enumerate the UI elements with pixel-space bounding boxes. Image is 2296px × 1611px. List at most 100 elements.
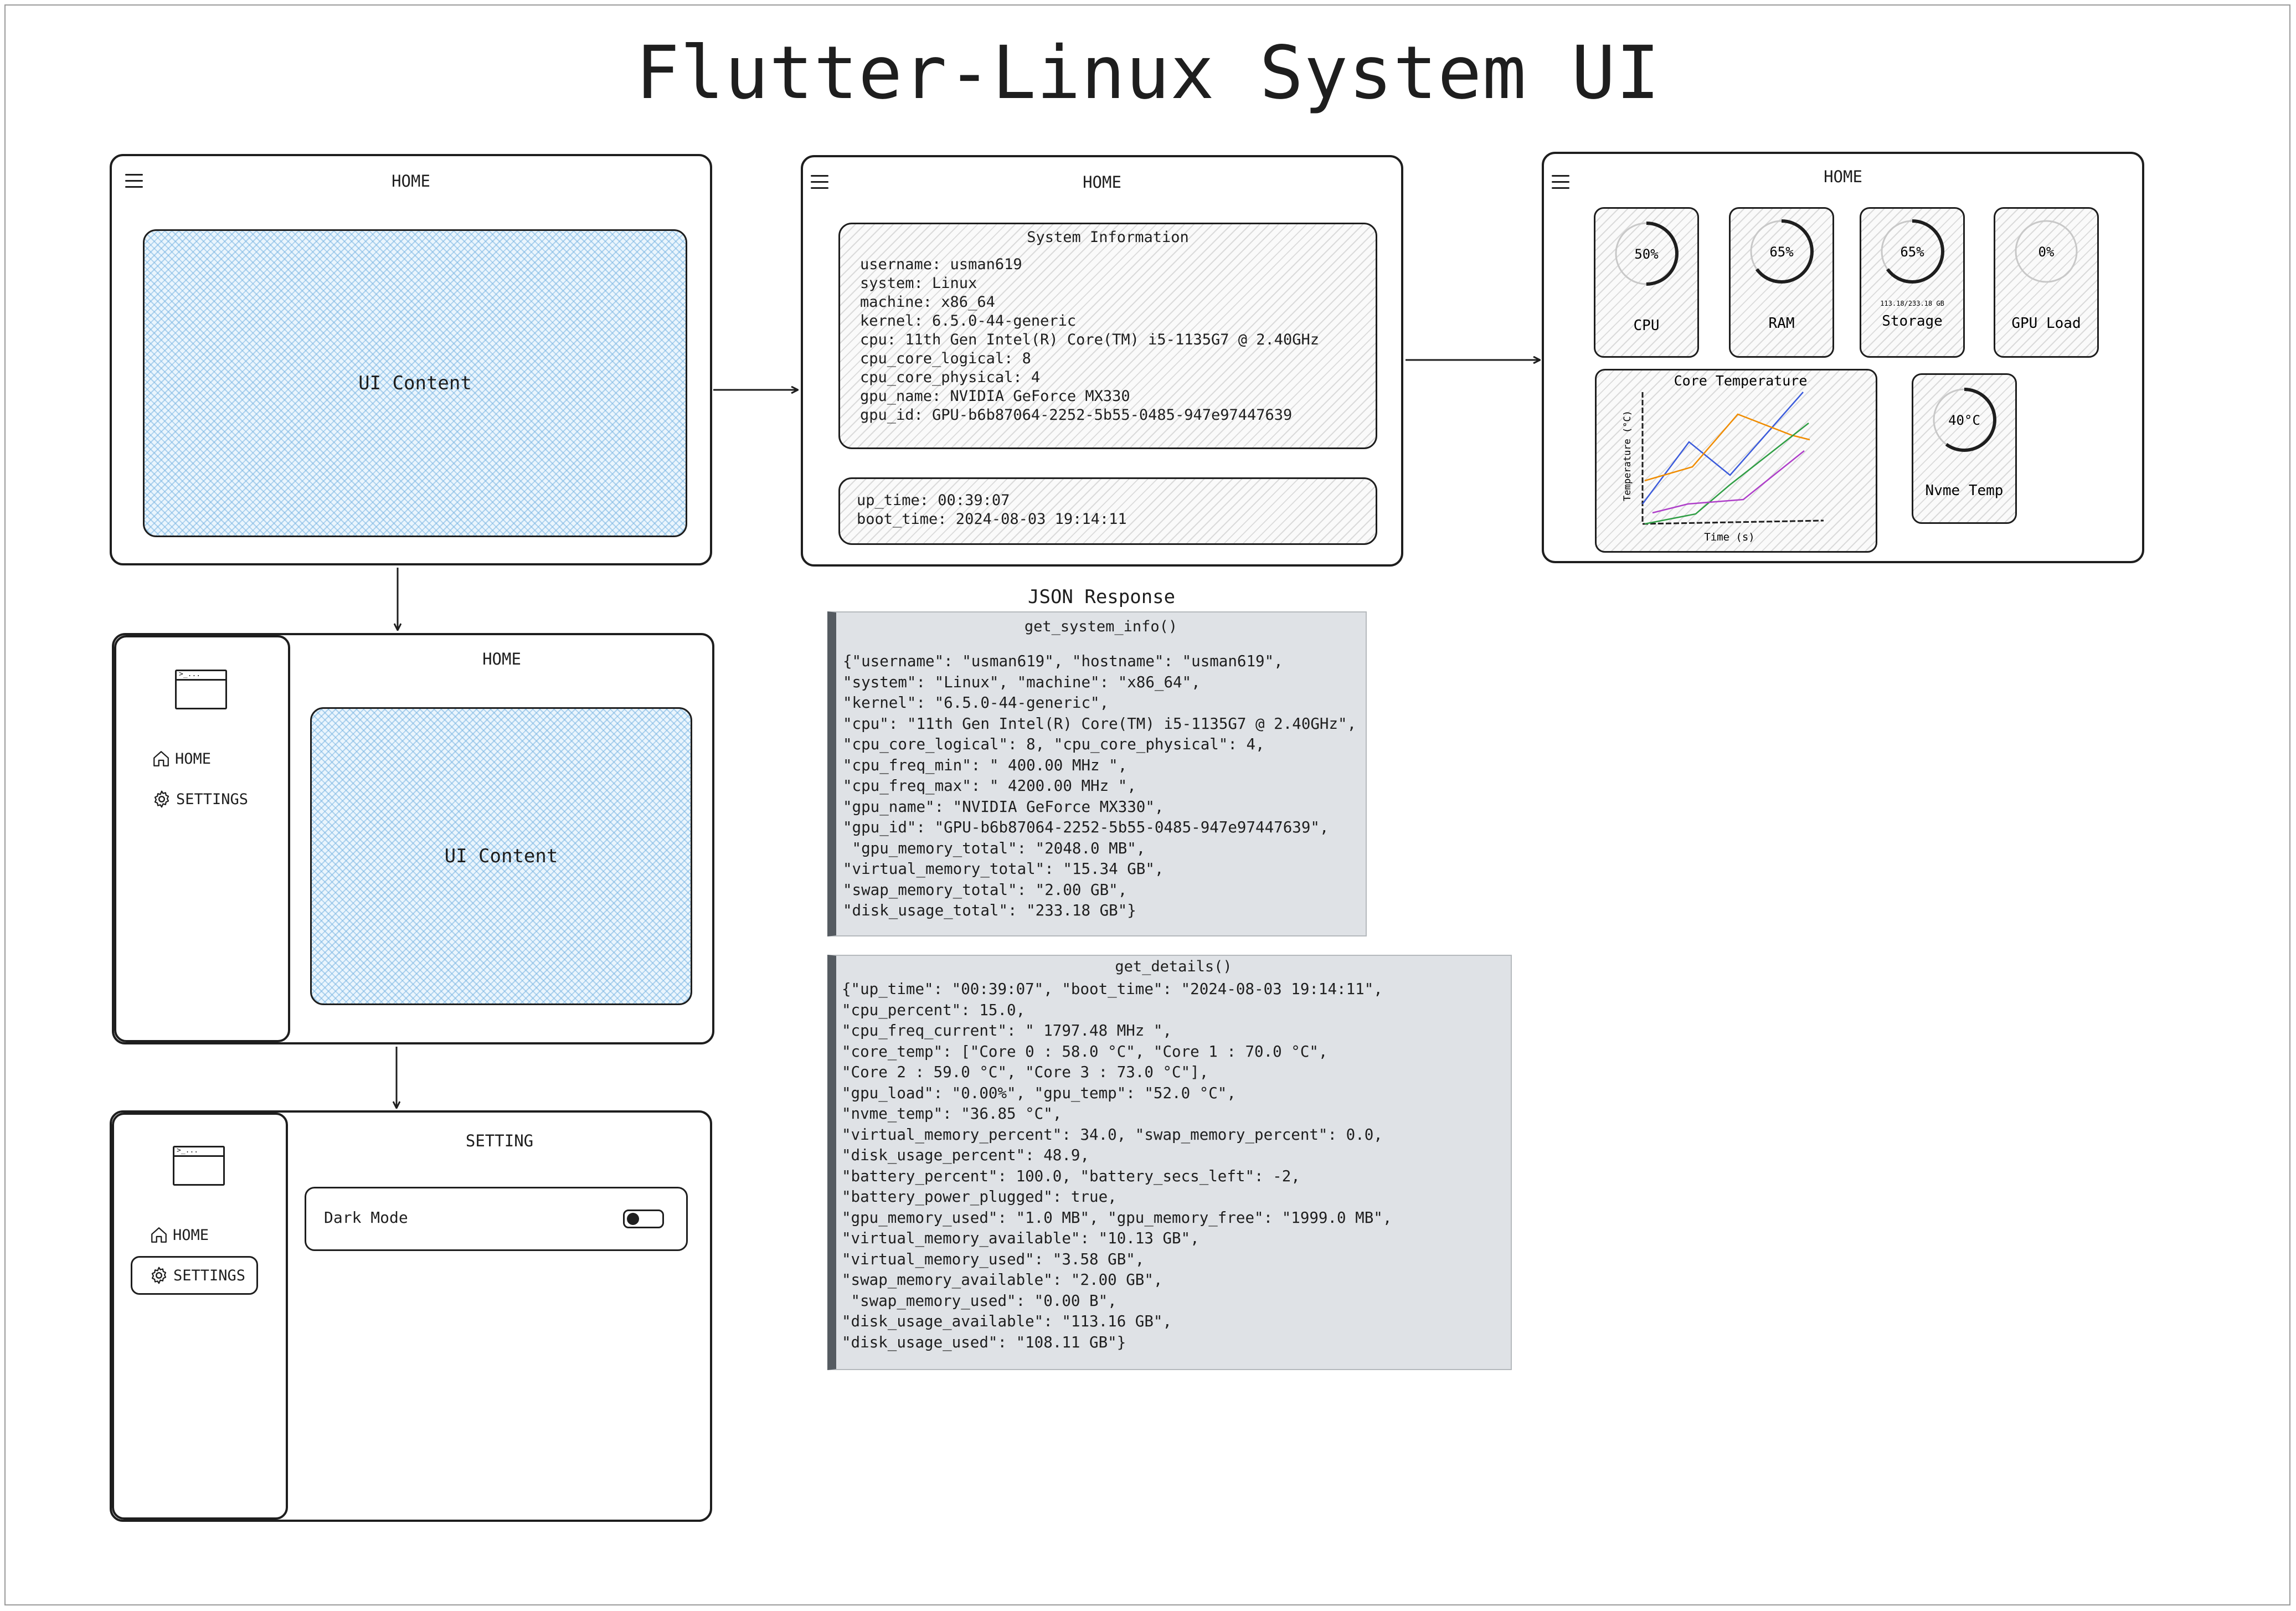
json-line: "cpu": "11th Gen Intel(R) Core(TM) i5-11…	[843, 714, 1357, 733]
json-line: "Core 2 : 59.0 °C", "Core 3 : 73.0 °C"],	[842, 1063, 1209, 1081]
gauge-value: 50%	[1634, 246, 1659, 262]
sidebar-item-label: HOME	[173, 1226, 209, 1244]
sidebar: >_... HOME SETTINGS	[112, 1113, 288, 1520]
json-box-details: get_details() {"up_time": "00:39:07", "b…	[827, 955, 1512, 1370]
chart-series-line	[1644, 413, 1810, 482]
json-line: "disk_usage_percent": 48.9,	[842, 1146, 1090, 1164]
json-line: "disk_usage_total": "233.18 GB"}	[843, 902, 1136, 919]
screen-home-sidebar: >_... HOME SETTINGS HOME UI Content	[112, 633, 714, 1044]
json-line: "virtual_memory_available": "10.13 GB",	[842, 1229, 1200, 1247]
screen-settings: >_... HOME SETTINGS SETTING Dark Mode	[110, 1110, 712, 1522]
sidebar-item-home[interactable]: HOME	[150, 1226, 209, 1244]
gauge-label: CPU	[1634, 317, 1660, 334]
sidebar-item-label: SETTINGS	[173, 1267, 246, 1284]
info-line: machine: x86_64	[860, 294, 995, 311]
chart-card-core-temperature	[1595, 369, 1877, 553]
json-line: "disk_usage_available": "113.16 GB",	[842, 1313, 1172, 1330]
sidebar-item-label: SETTINGS	[176, 790, 249, 808]
json-line: "swap_memory_available": "2.00 GB",	[842, 1271, 1163, 1289]
screen-title: HOME	[392, 172, 430, 191]
json-line: "virtual_memory_percent": 34.0, "swap_me…	[842, 1125, 1383, 1144]
dark-mode-toggle[interactable]	[623, 1209, 664, 1228]
json-box-title: get_details()	[1115, 958, 1232, 975]
screen-title: HOME	[482, 650, 521, 668]
terminal-window-icon: >_...	[175, 670, 227, 709]
dark-mode-label: Dark Mode	[324, 1208, 408, 1227]
gauge-cpu: 50% CPU	[1614, 222, 1679, 334]
info-line: kernel: 6.5.0-44-generic	[860, 312, 1077, 330]
gauge-gpu-load: 0% GPU Load	[2011, 220, 2081, 332]
info-line: cpu: 11th Gen Intel(R) Core(TM) i5-1135G…	[860, 331, 1320, 348]
sidebar-item-label: HOME	[175, 750, 212, 768]
json-text: {"username": "usman619", "hostname": "us…	[843, 651, 1356, 922]
json-line: "gpu_name": "NVIDIA GeForce MX330",	[843, 797, 1164, 816]
json-line: "battery_percent": 100.0, "battery_secs_…	[842, 1167, 1300, 1185]
gear-icon	[154, 790, 169, 808]
json-line: "cpu_freq_max": " 4200.00 MHz ",	[843, 777, 1136, 795]
sidebar: >_... HOME SETTINGS	[114, 635, 290, 1042]
gauge-progress	[1880, 219, 1944, 284]
screen-title: HOME	[1824, 167, 1862, 186]
json-line: "battery_power_plugged": true,	[842, 1188, 1117, 1206]
json-line: {"username": "usman619", "hostname": "us…	[843, 652, 1283, 670]
json-response-heading: JSON Response	[1028, 586, 1176, 608]
json-line: "gpu_memory_total": "2048.0 MB",	[843, 839, 1146, 857]
gauge-card-gpu-load	[1994, 207, 2099, 358]
chart-title: Core Temperature	[1674, 373, 1808, 389]
gauge-ram: 65%RAM	[1749, 219, 1814, 332]
diagram-title: Flutter-Linux System UI	[635, 30, 1661, 116]
home-icon	[153, 751, 169, 766]
json-line: "system": "Linux", "machine": "x86_64",	[843, 673, 1201, 691]
screen-title: SETTING	[465, 1131, 534, 1150]
json-line: "virtual_memory_used": "3.58 GB",	[842, 1250, 1145, 1268]
uptime-line: boot_time: 2024-08-03 19:14:11	[857, 511, 1127, 528]
sidebar-item-settings[interactable]: SETTINGS	[131, 1256, 259, 1295]
sidebar-item-settings[interactable]: SETTINGS	[152, 789, 248, 809]
chart-series-line	[1642, 392, 1804, 505]
gauge-progress	[1932, 388, 1996, 452]
sidebar-item-home[interactable]: HOME	[152, 749, 211, 768]
screen-title: HOME	[1083, 173, 1121, 192]
json-line: "cpu_freq_current": " 1797.48 MHz ",	[842, 1022, 1172, 1039]
json-line: "swap_memory_total": "2.00 GB",	[843, 881, 1128, 899]
screen-home-basic: HOME UI Content	[110, 154, 712, 565]
dark-mode-row[interactable]: Dark Mode	[305, 1187, 688, 1251]
gauge-label: Nvme Temp	[1926, 482, 2004, 499]
hamburger-icon[interactable]	[1552, 175, 1569, 189]
chart-series-line	[1652, 450, 1805, 514]
json-line: "cpu_core_logical": 8, "cpu_core_physica…	[843, 735, 1265, 753]
gauge-label: Storage	[1882, 313, 1943, 330]
gear-icon	[151, 1267, 167, 1284]
gauge-progress	[1749, 219, 1814, 284]
hamburger-icon[interactable]	[125, 174, 143, 188]
x-axis	[1642, 519, 1824, 525]
system-info-title: System Information	[1027, 229, 1189, 246]
uptime-line: up_time: 00:39:07	[857, 492, 1010, 509]
uptime-card: up_time: 00:39:07 boot_time: 2024-08-03 1…	[838, 477, 1377, 545]
hamburger-icon[interactable]	[811, 175, 828, 189]
info-line: system: Linux	[860, 275, 977, 292]
json-line: "cpu_freq_min": " 400.00 MHz ",	[843, 756, 1128, 774]
uptime-lines: up_time: 00:39:07 boot_time: 2024-08-03 1…	[857, 491, 1127, 529]
y-axis-label: Temperature (°C)	[1622, 410, 1633, 501]
ui-content-label: UI Content	[358, 372, 472, 394]
info-line: gpu_name: NVIDIA GeForce MX330	[860, 388, 1130, 405]
terminal-window-icon: >_...	[173, 1146, 225, 1186]
json-line: "cpu_percent": 15.0,	[842, 1001, 1026, 1019]
gauge-track	[2015, 220, 2078, 283]
gauge-card-nvme	[1912, 373, 2017, 524]
json-line: "gpu_load": "0.00%", "gpu_temp": "52.0 °…	[842, 1084, 1236, 1102]
gauge-label: GPU Load	[2011, 315, 2081, 332]
json-line: "gpu_id": "GPU-b6b87064-2252-5b55-0485-9…	[843, 819, 1329, 836]
gauge-value: 0%	[2038, 244, 2055, 260]
screen-home-sysinfo: HOME System Information username: usman6…	[801, 155, 1403, 567]
json-box-title: get_system_info()	[1024, 618, 1178, 635]
home-icon	[151, 1227, 167, 1243]
toggle-knob	[627, 1213, 639, 1225]
info-line: cpu_core_physical: 4	[860, 369, 1041, 386]
